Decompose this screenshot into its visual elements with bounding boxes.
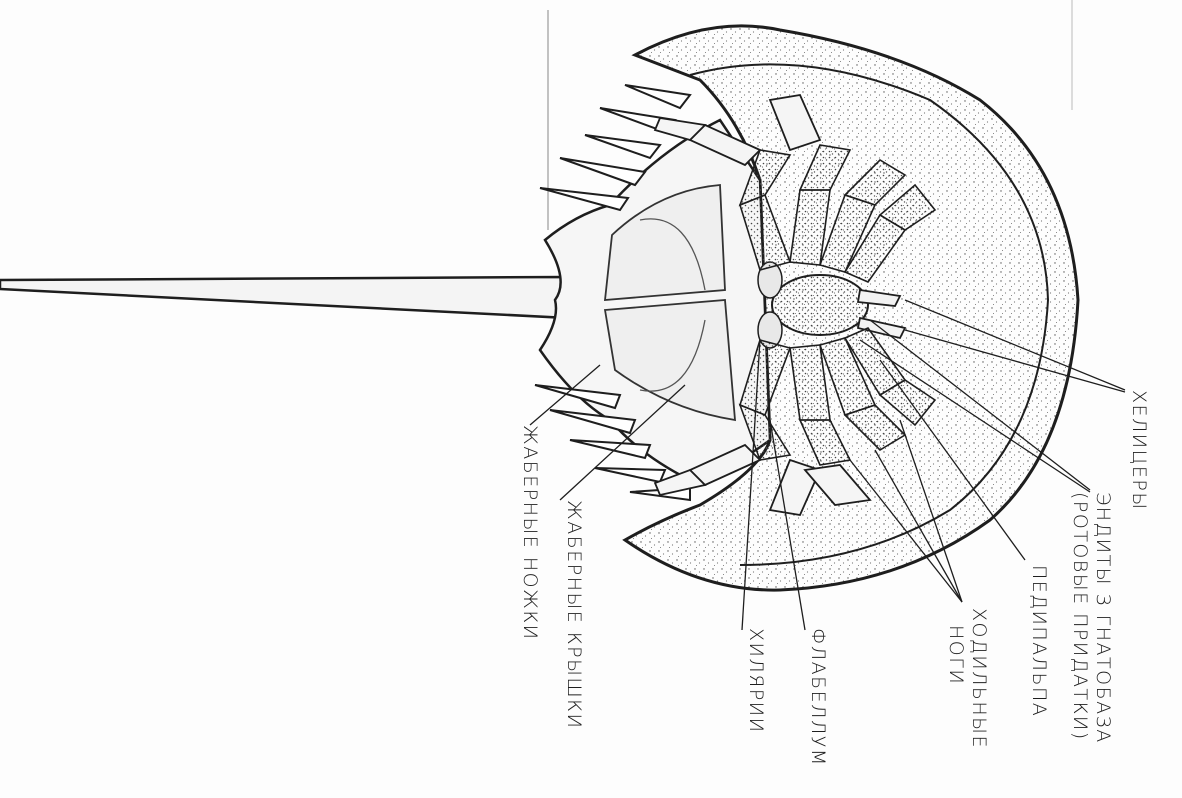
label-chelicerae: ХЕЛИЦЕРЫ	[1128, 390, 1150, 511]
label-walking-legs-line1: ХОДИЛЬНЫЕ	[968, 608, 990, 749]
label-flabellum: ФЛАБЕЛЛУМ	[807, 628, 829, 767]
label-gill-covers: ЖАБЕРНЫЕ КРЫШКИ	[563, 500, 585, 729]
label-endites-line2: (РОТОВЫЕ ПРИДАТКИ)	[1069, 492, 1091, 741]
label-endites-line1: ЭНДИТЫ З ГНАТОБАЗА	[1092, 492, 1114, 744]
label-walking-legs-line2: НОГИ	[945, 625, 967, 685]
label-gill-legs: ЖАБЕРНЫЕ НОЖКИ	[519, 425, 541, 640]
telson	[0, 277, 568, 318]
label-chilaria: ХИЛЯРИИ	[745, 628, 767, 734]
label-pedipalps: ПЕДИПАЛЬПА	[1028, 565, 1050, 717]
opisthosoma	[540, 120, 770, 480]
mouth-region	[772, 275, 868, 335]
